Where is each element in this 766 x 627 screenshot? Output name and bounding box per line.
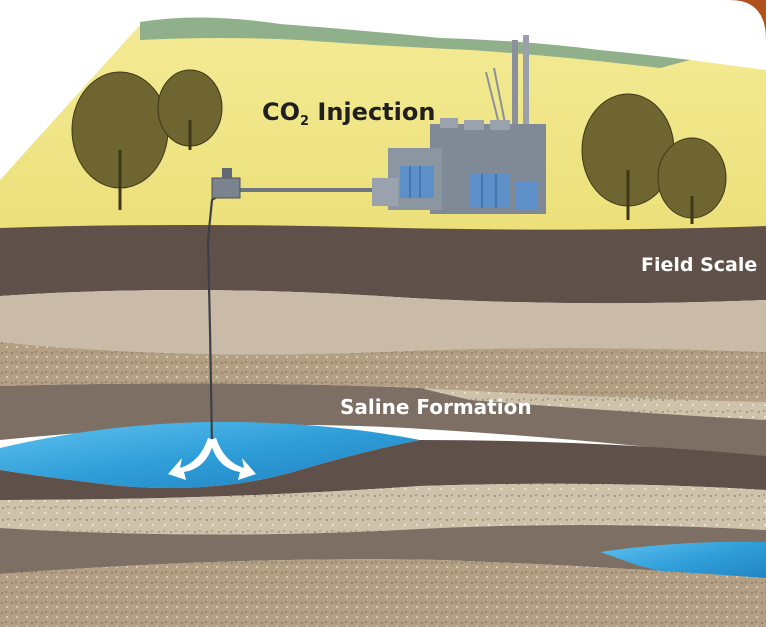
rock-layer-5	[0, 440, 766, 500]
saline-aquifer	[0, 421, 420, 488]
saline-aquifer-lower	[600, 541, 766, 586]
distant-hills	[140, 17, 690, 69]
rock-layer-6	[0, 483, 766, 535]
rock-layer-8	[0, 559, 766, 627]
rock-layer-1	[0, 225, 766, 304]
rock-layer-2	[0, 290, 766, 355]
power-plant-icon	[372, 35, 546, 214]
flow-arrow-icon	[168, 438, 256, 480]
field-scale-label: Field Scale	[641, 254, 758, 276]
wellhead-icon	[211, 168, 241, 199]
rock-layer-3	[0, 342, 766, 402]
saline-formation-label: Saline Formation	[340, 395, 532, 419]
tree-icon	[581, 93, 727, 224]
rock-layer-4-sand	[420, 388, 766, 420]
rock-layer-7	[0, 525, 766, 578]
tree-icon	[71, 69, 223, 210]
co2-injection-label: CO2 Injection	[262, 98, 436, 129]
